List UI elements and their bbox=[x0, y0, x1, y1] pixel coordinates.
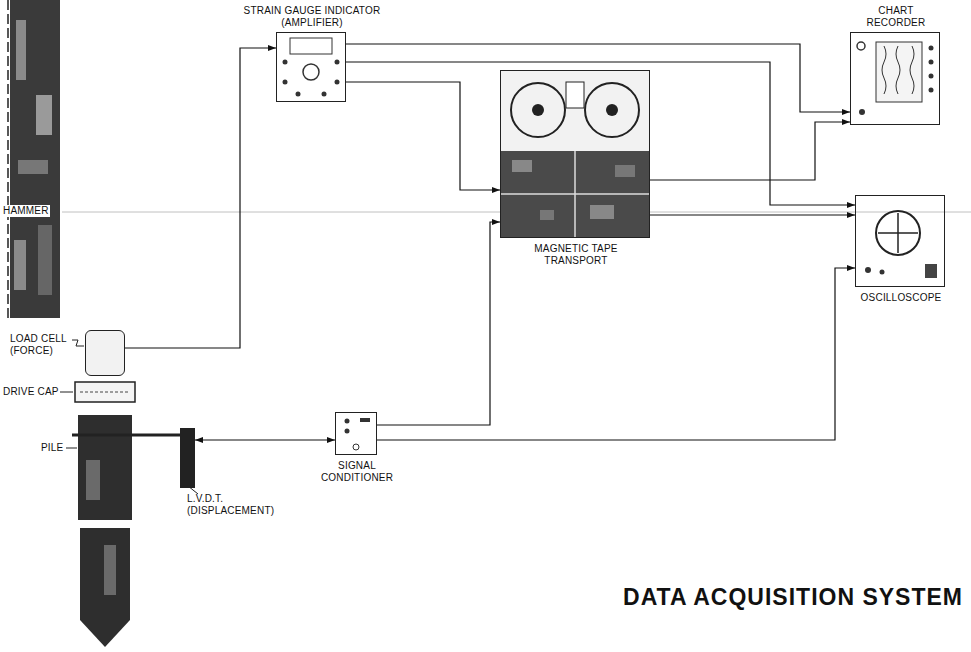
tape-upper-panel bbox=[501, 71, 649, 151]
signal-wire bbox=[346, 44, 850, 112]
pile-detail bbox=[104, 545, 116, 595]
panel-detail bbox=[512, 160, 532, 172]
meter-window bbox=[290, 38, 332, 54]
amplifier-unit: STRAIN GAUGE INDICATOR (AMPLIFIER) bbox=[276, 32, 346, 102]
device-label: SIGNAL CONDITIONER bbox=[312, 460, 402, 484]
tape-reel bbox=[585, 83, 639, 137]
part-label: HAMMER bbox=[2, 205, 50, 217]
knob bbox=[857, 42, 865, 50]
hammer-detail bbox=[36, 95, 52, 135]
device-label: L.V.D.T. (DISPLACEMENT) bbox=[187, 493, 282, 517]
dial bbox=[303, 64, 319, 80]
leader-line bbox=[66, 448, 77, 449]
panel-detail bbox=[615, 165, 635, 177]
knob bbox=[322, 92, 327, 97]
graticule bbox=[897, 213, 899, 253]
hammer-body bbox=[10, 0, 60, 318]
pile-lower bbox=[80, 528, 130, 620]
hammer-detail bbox=[38, 225, 52, 295]
signal-wire bbox=[650, 214, 855, 215]
signal-wire bbox=[650, 122, 850, 180]
part-label: PILE bbox=[40, 442, 64, 454]
signal-wire bbox=[377, 268, 855, 440]
knob bbox=[880, 270, 885, 275]
signal-wire bbox=[377, 222, 500, 425]
drive-cap-detail bbox=[80, 392, 130, 393]
tape-reel bbox=[511, 83, 565, 137]
knob bbox=[353, 444, 359, 450]
knob bbox=[929, 88, 934, 93]
knob bbox=[283, 80, 288, 85]
switch bbox=[360, 418, 370, 422]
lvdt-rod bbox=[72, 434, 180, 437]
hammer-detail bbox=[16, 20, 26, 80]
signal-conditioner: SIGNAL CONDITIONER bbox=[335, 412, 377, 455]
hammer-detail bbox=[14, 240, 26, 290]
chart-recorder: CHART RECORDER bbox=[850, 32, 940, 125]
knob bbox=[865, 267, 871, 273]
device-label: CHART RECORDER bbox=[851, 5, 941, 29]
pile-tip bbox=[80, 620, 130, 647]
knob bbox=[335, 60, 340, 65]
signal-wire bbox=[195, 439, 335, 440]
diagram-title: DATA ACQUISITION SYSTEM bbox=[623, 584, 963, 611]
chart-window bbox=[876, 42, 922, 102]
oscilloscope: OSCILLOSCOPE bbox=[855, 195, 945, 287]
drive-cap bbox=[75, 382, 135, 402]
signal-wire bbox=[346, 62, 855, 205]
pile-upper bbox=[78, 415, 132, 520]
part-label: DRIVE CAP bbox=[2, 386, 60, 398]
chart-trace bbox=[896, 46, 900, 94]
device-label: LOAD CELL (FORCE) bbox=[10, 333, 72, 357]
signal-wire bbox=[346, 82, 500, 190]
lvdt-sensor: L.V.D.T. (DISPLACEMENT) bbox=[180, 428, 195, 488]
tape-transport: MAGNETIC TAPE TRANSPORT bbox=[500, 70, 650, 238]
leader-line bbox=[60, 392, 73, 393]
knob bbox=[929, 46, 934, 51]
leader-line bbox=[72, 340, 84, 346]
knob bbox=[283, 60, 288, 65]
knob bbox=[296, 92, 301, 97]
load-cell: LOAD CELL (FORCE) bbox=[85, 330, 125, 376]
scope-panel bbox=[925, 264, 937, 278]
hammer-rail bbox=[7, 0, 9, 318]
reel-hub bbox=[606, 104, 618, 116]
knob bbox=[335, 80, 340, 85]
knob bbox=[929, 74, 934, 79]
tape-lower-panel bbox=[501, 151, 649, 237]
knob bbox=[929, 60, 934, 65]
signal-wire bbox=[125, 48, 276, 348]
pile-detail bbox=[86, 460, 100, 500]
chart-trace bbox=[882, 46, 886, 94]
tape-head bbox=[566, 82, 584, 108]
device-label: MAGNETIC TAPE TRANSPORT bbox=[521, 243, 631, 267]
knob bbox=[345, 419, 350, 424]
panel-detail bbox=[590, 205, 614, 219]
device-label: OSCILLOSCOPE bbox=[851, 292, 951, 304]
device-label: STRAIN GAUGE INDICATOR (AMPLIFIER) bbox=[237, 5, 387, 29]
knob bbox=[345, 429, 350, 434]
hammer-detail bbox=[18, 160, 48, 174]
chart-trace bbox=[910, 46, 914, 94]
knob bbox=[859, 109, 865, 115]
panel-detail bbox=[540, 210, 554, 220]
scope-screen bbox=[876, 211, 920, 255]
panel-divider bbox=[501, 193, 649, 195]
reel-hub bbox=[532, 104, 544, 116]
